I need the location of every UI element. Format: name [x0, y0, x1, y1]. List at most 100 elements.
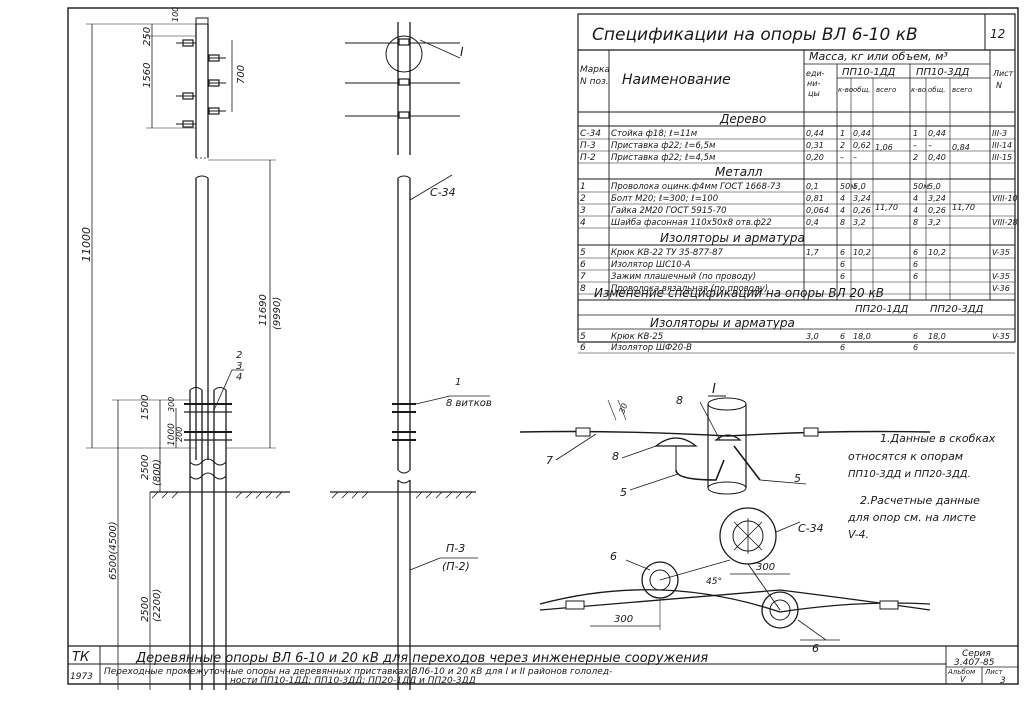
- row-qty-2: 8: [913, 218, 918, 227]
- stamp-year: 1973: [70, 672, 93, 682]
- note-2-line-3: V-4.: [848, 528, 869, 541]
- row-qty-1: 4: [840, 206, 845, 215]
- metal-all-2: 11,70: [952, 203, 975, 212]
- row-ref: V-35: [992, 332, 1010, 341]
- detail-6b: 6: [812, 642, 819, 655]
- sheet-frame: [67, 7, 1019, 685]
- leader-4: 4: [236, 372, 242, 383]
- row-mark: 5: [580, 332, 586, 342]
- row-name: Крюк КВ-25: [611, 332, 663, 342]
- detail-30: 30: [617, 402, 629, 415]
- row-mark: 8: [580, 284, 586, 294]
- pole-elevation-side: I С-34 1 8 витков П-3 (П-2): [330, 22, 492, 690]
- dim-11000: 11000: [80, 227, 93, 262]
- note-1-line-3: ПП10-3ДД и ПП20-3ДД.: [848, 469, 971, 480]
- row-mark: С-34: [580, 129, 601, 139]
- metal-all-1: 11,70: [875, 203, 898, 212]
- sub-qty-1: к-во: [838, 86, 853, 94]
- row-mark: П-3: [580, 141, 596, 151]
- dim-2500-a: 2500: [140, 455, 151, 480]
- stamp-subtitle-2: ности ПП10-1ДД; ПП10-3ДД; ПП20-1ДД и ПП2…: [230, 676, 476, 686]
- row-total-1: 3,2: [853, 218, 866, 227]
- row-mark: 2: [580, 194, 586, 204]
- detail-7: 7: [546, 454, 553, 467]
- row-qty-2: 50м: [913, 182, 929, 191]
- col-mark-1: Марка: [580, 65, 610, 75]
- row-qty-2: 6: [913, 343, 918, 352]
- row-name: Проволока вязальная (по проводу): [611, 284, 768, 294]
- row-unit: 3,0: [806, 332, 819, 341]
- label-p2: (П-2): [442, 560, 470, 573]
- dim-700: 700: [236, 65, 247, 84]
- notes: 1.Данные в скобках относятся к опорам ПП…: [847, 432, 996, 541]
- sub-all-1: всего: [876, 86, 896, 94]
- row-total-1: –: [853, 153, 857, 162]
- row-qty-1: 50м: [840, 182, 856, 191]
- row-qty-1: 6: [840, 343, 845, 352]
- col-unit-2: ни-: [807, 79, 820, 88]
- detail-5a: 5: [620, 486, 627, 499]
- stamp-sheet-label: Лист: [984, 668, 1004, 676]
- row-qty-1: 8: [840, 218, 845, 227]
- row-total-1: 0,44: [853, 129, 871, 138]
- row-unit: 1,7: [806, 248, 820, 257]
- stamp-series: 3.407-85: [954, 658, 995, 668]
- detail-5b: 5: [794, 472, 801, 485]
- dim-1500: 1500: [140, 395, 151, 420]
- dim-300: 300: [167, 397, 176, 412]
- row-name: Проволока оцинк.ф4мм ГОСТ 1668-73: [611, 182, 781, 192]
- row-name: Изолятор ШС10-А: [611, 260, 691, 270]
- col-list-2: N: [996, 81, 1002, 90]
- row-ref: III-3: [992, 129, 1007, 138]
- row-mark: 7: [580, 272, 586, 282]
- row-total-2: 0,40: [928, 153, 946, 162]
- sec-change: Изменение спецификаций на опоры ВЛ 20 кВ: [594, 286, 884, 300]
- sub-tot-2: общ.: [928, 86, 945, 94]
- row-ref: III-15: [992, 153, 1012, 162]
- sec-metal: Металл: [715, 165, 763, 179]
- row-qty-2: 2: [913, 153, 918, 162]
- row-unit: 0,81: [806, 194, 824, 203]
- row-name: Изолятор ШФ20-В: [611, 343, 692, 353]
- row-unit: 0,064: [806, 206, 829, 215]
- row-mark: 6: [580, 260, 586, 270]
- row-name: Приставка ф22; ℓ=6,5м: [611, 141, 716, 151]
- detail-300-a: 300: [756, 562, 775, 573]
- row-name: Стойка ф18; ℓ=11м: [611, 129, 698, 139]
- row-qty-2: 6: [913, 248, 918, 257]
- row-qty-1: –: [840, 153, 844, 162]
- col-pp10-3dd: ПП10-3ДД: [916, 67, 970, 78]
- col-mass: Масса, кг или объем, м³: [809, 50, 948, 63]
- sub-qty-2: к-во: [911, 86, 926, 94]
- detail-c34: С-34: [798, 522, 824, 535]
- row-total-2: 18,0: [928, 332, 946, 341]
- detail-I-title: I: [712, 382, 716, 397]
- spec-title: Спецификации на опоры ВЛ 6-10 кВ: [592, 25, 918, 45]
- row-qty-2: 4: [913, 194, 918, 203]
- row-name: Приставка ф22; ℓ=4,5м: [611, 153, 716, 163]
- row-mark: 5: [580, 248, 586, 258]
- row-mark: П-2: [580, 153, 596, 163]
- row-total-1: 10,2: [853, 248, 871, 257]
- col-mark-2: N поз.: [580, 77, 609, 87]
- label-8-vitkov: 8 витков: [446, 398, 492, 409]
- col-pp10-1dd: ПП10-1ДД: [842, 67, 896, 78]
- note-1-line-1: 1.Данные в скобках: [880, 432, 996, 445]
- detail-6a: 6: [610, 550, 617, 563]
- row-ref: VIII-28: [992, 218, 1018, 227]
- col-pp20-1dd: ПП20-1ДД: [855, 304, 909, 315]
- leader-3: 3: [236, 361, 242, 372]
- row-total-2: –: [928, 141, 932, 150]
- row-qty-2: 1: [913, 129, 918, 138]
- col-unit-1: еди-: [806, 69, 825, 78]
- sub-all-2: всего: [952, 86, 972, 94]
- sec-ins: Изоляторы и арматура: [660, 231, 805, 245]
- note-2-line-2: для опор см. на листе: [847, 511, 976, 524]
- row-total-1: 3,24: [853, 194, 871, 203]
- row-total-2: 3,24: [928, 194, 946, 203]
- row-qty-2: 6: [913, 272, 918, 281]
- dim-6500: 6500(4500): [108, 521, 119, 580]
- row-ref: V-35: [992, 248, 1010, 257]
